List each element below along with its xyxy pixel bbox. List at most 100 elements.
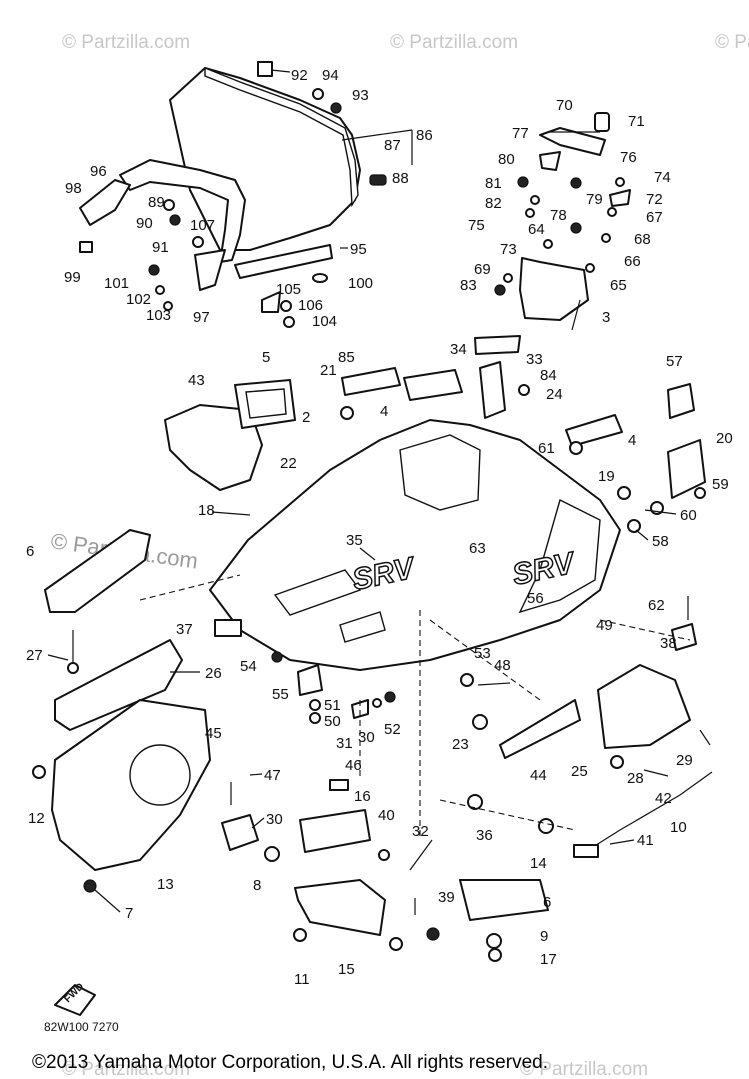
callout: 45 <box>205 725 222 742</box>
callout: 50 <box>324 713 341 730</box>
cable-end-47 <box>573 844 599 858</box>
duct-opening <box>129 744 191 806</box>
grommet-17 <box>293 928 307 942</box>
hood-vent <box>273 569 362 616</box>
callout: 46 <box>345 757 362 774</box>
washer <box>607 207 617 217</box>
callout: 47 <box>264 767 281 784</box>
callout: 8 <box>253 877 261 894</box>
knob <box>594 112 610 132</box>
washer <box>503 273 513 283</box>
bolt-28 <box>643 769 669 777</box>
nut-22 <box>694 487 706 499</box>
callout: 88 <box>392 170 409 187</box>
callout: 61 <box>538 440 555 457</box>
callout: 39 <box>438 889 455 906</box>
callout: 91 <box>152 239 169 256</box>
watermark: © Partzilla.com <box>715 32 749 53</box>
watermark: © Partzilla.com <box>390 32 518 53</box>
callout: 38 <box>660 635 677 652</box>
grommet-4 <box>340 406 354 420</box>
callout: 64 <box>528 221 545 238</box>
windshield-molding <box>204 66 359 208</box>
leader-line <box>609 839 635 845</box>
nut-11 <box>426 927 440 941</box>
grommet-6 <box>486 933 502 949</box>
bolt-53 <box>271 651 283 663</box>
nut-fastener <box>257 61 273 77</box>
callout: 69 <box>474 261 491 278</box>
callout: 33 <box>526 351 543 368</box>
side-panel-24 <box>164 404 263 491</box>
leader-line <box>635 529 649 541</box>
callout: 103 <box>146 307 171 324</box>
callout: 48 <box>494 657 511 674</box>
grommet-15 <box>389 937 403 951</box>
screw <box>330 102 342 114</box>
callout: 56 <box>527 590 544 607</box>
leader-line <box>47 654 69 661</box>
washer <box>163 301 173 311</box>
callout: 67 <box>646 209 663 226</box>
washer <box>543 239 553 249</box>
nut-51 <box>384 691 396 703</box>
callout: 57 <box>666 353 683 370</box>
alignment-line <box>139 574 241 601</box>
callout: 94 <box>322 67 339 84</box>
callout: 13 <box>157 876 174 893</box>
callout: 66 <box>624 253 641 270</box>
headlight-lens-inner <box>245 388 287 419</box>
bracket-62 <box>671 623 697 651</box>
callout: 26 <box>205 665 222 682</box>
callout: 60 <box>680 507 697 524</box>
callout: 34 <box>450 341 467 358</box>
callout: 95 <box>350 241 367 258</box>
callout: 14 <box>530 855 547 872</box>
screw-38-head <box>67 662 79 674</box>
callout: 31 <box>336 735 353 752</box>
leader-line <box>270 69 291 73</box>
callout: 4 <box>380 403 388 420</box>
leader-line <box>359 547 376 561</box>
callout: 100 <box>348 275 373 292</box>
callout: 4 <box>628 432 636 449</box>
callout: 99 <box>64 269 81 286</box>
callout: 55 <box>272 686 289 703</box>
callout: 102 <box>126 291 151 308</box>
callout: 106 <box>298 297 323 314</box>
fwd-arrow <box>54 984 96 1016</box>
callout: 41 <box>637 832 654 849</box>
headlight-housing-cover <box>519 257 589 321</box>
washer-54 <box>309 699 321 711</box>
callout: 12 <box>28 810 45 827</box>
panel-10 <box>299 809 371 853</box>
callout: 44 <box>530 767 547 784</box>
callout: 30 <box>266 811 283 828</box>
callout: 42 <box>655 790 672 807</box>
callout: 76 <box>620 149 637 166</box>
callout: 87 <box>384 137 401 154</box>
windshield-side-bracket <box>79 179 131 226</box>
windshield-inner-bracket <box>119 159 246 263</box>
leader-line <box>644 509 677 515</box>
callout: 96 <box>90 163 107 180</box>
leader-line <box>341 129 413 141</box>
callout: 10 <box>670 819 687 836</box>
callout: 11 <box>294 971 310 988</box>
washer <box>525 208 535 218</box>
vent-grille-3 <box>341 367 401 396</box>
bracket-48 <box>297 664 323 696</box>
hood-side-decal <box>518 498 601 614</box>
callout: 75 <box>468 217 485 234</box>
headlight-bracket <box>539 127 606 156</box>
callout: 51 <box>324 697 341 714</box>
callout: 101 <box>104 275 129 292</box>
callout: 32 <box>412 823 429 840</box>
callout: 70 <box>556 97 573 114</box>
callout: 27 <box>26 647 43 664</box>
copyright-notice: ©2013 Yamaha Motor Corporation, U.S.A. A… <box>32 1052 548 1073</box>
washer <box>530 195 540 205</box>
callout: 73 <box>500 241 517 258</box>
